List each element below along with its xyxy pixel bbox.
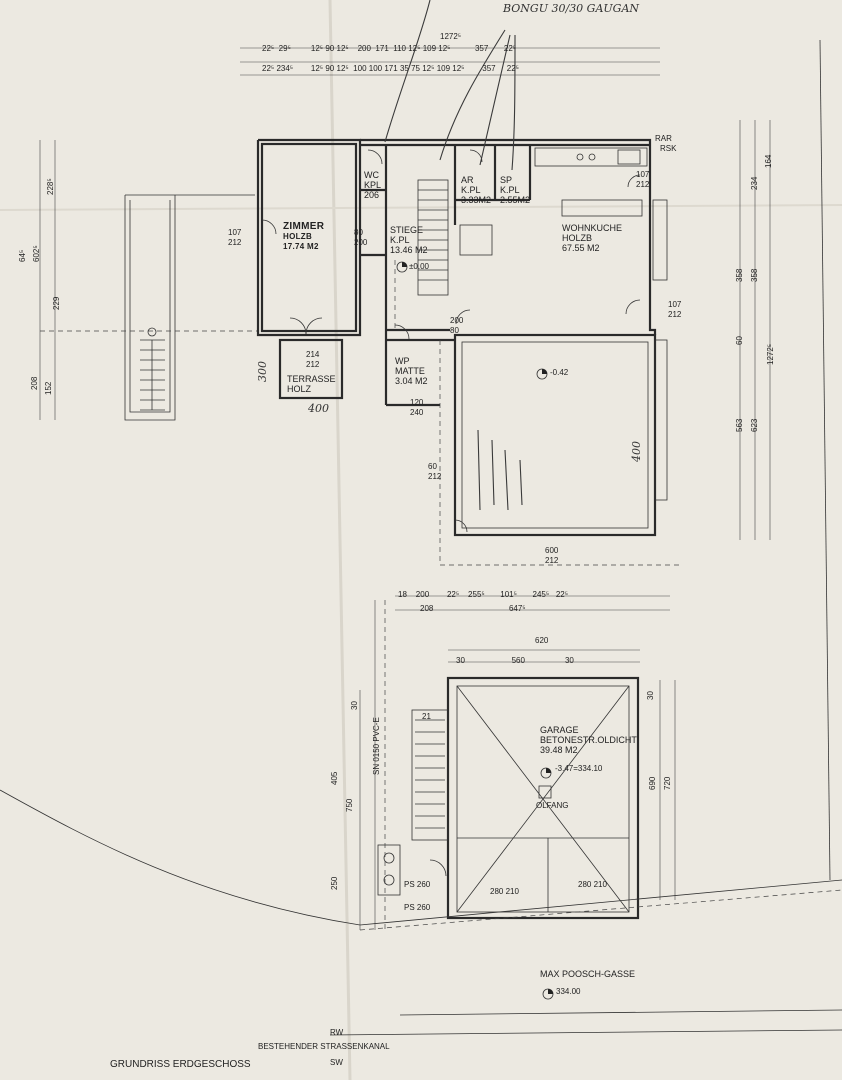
left-garage-250: 250 (330, 876, 339, 890)
garage-side-720: 720 (663, 776, 672, 790)
left-dim-152: 152 (44, 381, 53, 395)
handwritten-terrace-side: 300 (256, 361, 269, 382)
mid-dim-row1: 18 200 22⁵ 255⁵ 101⁵ 245⁵ 22⁵ (398, 590, 569, 599)
level-lower: -0.42 (550, 368, 569, 377)
top-dim-row1: 22⁵ 29⁵ 12⁵ 90 12⁵ 200 171 110 12⁵ 109 1… (262, 44, 517, 53)
rsk-label: RSK (660, 144, 677, 153)
level-markers (396, 261, 554, 1000)
handwritten-terrace-width: 400 (308, 402, 329, 415)
mid-dim-row2: 208 647⁵ (420, 604, 526, 613)
right-dim-60: 60 (735, 336, 744, 345)
left-dim-6025: 602⁵ (32, 245, 41, 262)
right-dim-623: 623 (750, 418, 759, 432)
left-garage-750: 750 (345, 798, 354, 812)
garage-bay-1: 280 210 (490, 887, 519, 896)
left-dim-229: 229 (52, 296, 61, 310)
garage-side-690: 690 (648, 776, 657, 790)
level-main: ±0.00 (409, 262, 429, 271)
top-dim-row2: 22⁵ 234⁵ 12⁵ 90 12⁵ 100 100 171 35 75 12… (262, 64, 519, 73)
dimension-lines (39, 47, 771, 930)
room-zimmer: ZIMMER HOLZB 17.74 M2 (283, 221, 325, 252)
handwritten-note: BONGU 30/30 GAUGAN (503, 2, 640, 15)
left-walkway (40, 194, 258, 421)
handwritten-living-room: 400 (630, 441, 643, 462)
parking-1: PS 260 (404, 880, 431, 889)
garage (377, 676, 640, 920)
sw-label: SW (330, 1058, 343, 1067)
sewer-label: BESTEHENDER STRASSENKANAL (258, 1042, 390, 1051)
street-name: MAX POOSCH-GASSE (540, 969, 636, 979)
right-dim-164: 164 (764, 154, 773, 168)
right-dim-358b: 358 (750, 268, 759, 282)
rw-label: RW (330, 1028, 344, 1037)
right-dim-234: 234 (750, 176, 759, 190)
garage-side-30: 30 (646, 691, 655, 700)
left-dim-208: 208 (30, 376, 39, 390)
right-dim-563: 563 (735, 418, 744, 432)
left-dim-2285: 228⁵ (46, 178, 55, 195)
garage-drain: OLFANG (536, 801, 569, 810)
left-garage-405: 405 (330, 771, 339, 785)
house-walls (256, 138, 680, 566)
garage-dim-row: 30 560 30 (456, 656, 574, 665)
right-dim-total: 1272⁵ (766, 343, 775, 365)
page-title: GRUNDRISS ERDGESCHOSS (110, 1059, 251, 1070)
right-dim-358a: 358 (735, 268, 744, 282)
street-level: 334.00 (556, 987, 581, 996)
garage-stair-dim: 21 (422, 712, 431, 721)
rar-label: RAR (655, 134, 672, 143)
top-dim-total: 1272⁵ (440, 32, 462, 41)
garage-bay-2: 280 210 (578, 880, 607, 889)
handwritten-strokes (384, 0, 523, 511)
garage-level: -3.47=334.10 (555, 764, 603, 773)
left-garage-30: 30 (350, 701, 359, 710)
left-dim-645: 64⁵ (18, 249, 27, 262)
parking-2: PS 260 (404, 903, 431, 912)
site-lines (0, 39, 842, 1036)
room-garage: GARAGE BETONESTR.OLDICHT 39.48 M2 (540, 725, 637, 755)
pipe-label: SN 0150 PVC-E (372, 717, 381, 775)
garage-dim-total: 620 (535, 636, 549, 645)
